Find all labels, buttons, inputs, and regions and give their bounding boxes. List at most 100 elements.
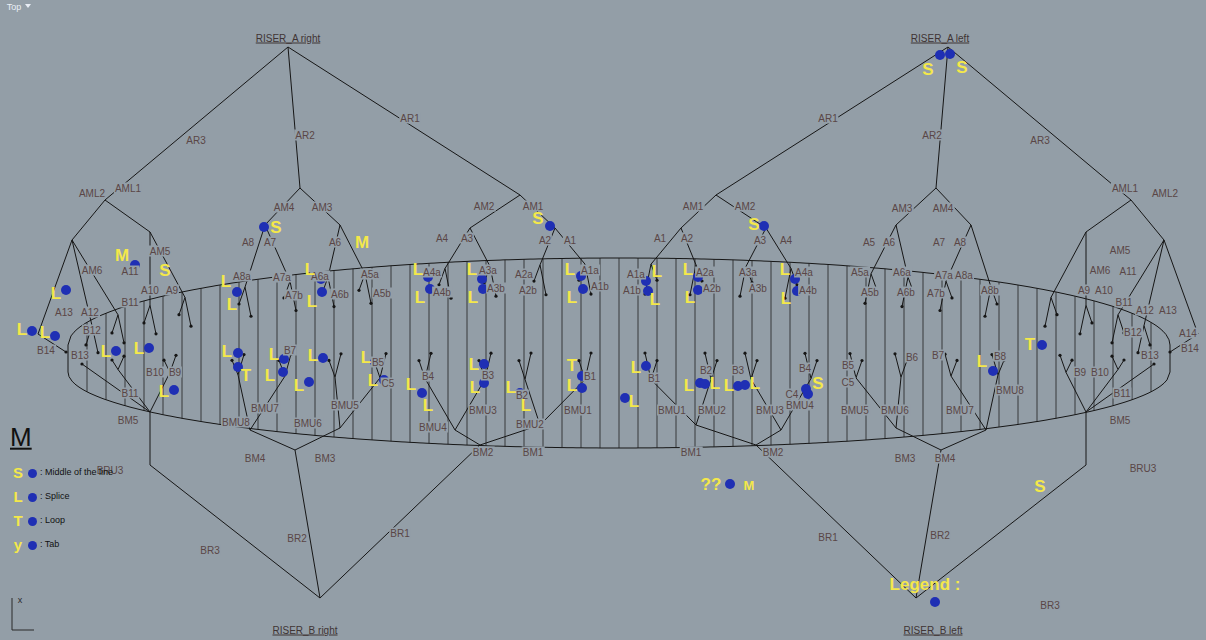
line-label: B14 bbox=[1180, 343, 1200, 354]
line-label: AM4 bbox=[932, 203, 955, 214]
suspension-line bbox=[951, 376, 986, 430]
suspension-line bbox=[1086, 364, 1154, 412]
marker-letter: L bbox=[724, 377, 734, 396]
wing-outline bbox=[68, 258, 1170, 448]
marker-dot bbox=[641, 361, 651, 371]
rib bbox=[923, 272, 924, 435]
attach-point bbox=[1110, 355, 1113, 358]
attach-point bbox=[643, 351, 646, 354]
line-label: BMU7 bbox=[250, 403, 280, 414]
attach-point bbox=[995, 302, 998, 305]
marker-dot bbox=[318, 353, 328, 363]
view-dropdown bbox=[25, 4, 31, 8]
attach-point bbox=[860, 359, 863, 362]
line-label: AM2 bbox=[473, 201, 496, 212]
attach-point bbox=[110, 331, 113, 334]
marker-letter: L bbox=[710, 375, 720, 394]
marker-dot bbox=[759, 221, 769, 231]
line-label: AM5 bbox=[1109, 245, 1132, 256]
suspension-line bbox=[1060, 355, 1066, 372]
legend-swatch bbox=[28, 541, 37, 550]
line-label: B10 bbox=[1090, 367, 1110, 378]
suspension-line bbox=[756, 430, 781, 445]
marker-letter: L bbox=[406, 376, 416, 395]
marker-letter: L bbox=[159, 383, 169, 402]
suspension-line bbox=[150, 412, 151, 465]
marker-dot bbox=[259, 222, 269, 232]
attach-point bbox=[893, 352, 896, 355]
marker-letter: M bbox=[115, 247, 129, 266]
suspension-line bbox=[38, 240, 72, 334]
suspension-line bbox=[295, 450, 320, 598]
attach-point bbox=[494, 295, 497, 298]
line-label: A11 bbox=[120, 266, 139, 277]
line-label: A6b bbox=[896, 287, 916, 298]
attach-point bbox=[1055, 313, 1058, 316]
marker-letter: S bbox=[532, 210, 543, 229]
suspension-line bbox=[519, 361, 525, 380]
rib bbox=[1075, 296, 1076, 415]
line-label: B9 bbox=[168, 367, 182, 378]
line-label: B11 bbox=[120, 388, 139, 399]
line-label: A12 bbox=[80, 307, 100, 318]
suspension-line bbox=[856, 378, 896, 428]
rib bbox=[562, 259, 563, 448]
marker-letter: L bbox=[650, 291, 660, 310]
line-label: BMU4 bbox=[418, 422, 448, 433]
marker-letter: S bbox=[812, 375, 823, 394]
line-label: AR1 bbox=[399, 113, 420, 124]
attach-point bbox=[84, 343, 87, 346]
line-label: B12 bbox=[82, 325, 102, 336]
rib bbox=[467, 261, 468, 445]
rib bbox=[182, 292, 183, 418]
line-label: AM3 bbox=[311, 202, 334, 213]
line-label: B1 bbox=[583, 371, 597, 382]
attach-point bbox=[1122, 358, 1125, 361]
marker-letter: S bbox=[922, 61, 933, 80]
line-label: BMU3 bbox=[468, 405, 498, 416]
suspension-line bbox=[534, 265, 540, 281]
line-label: B13 bbox=[1140, 350, 1160, 361]
line-label: BMU2 bbox=[697, 405, 727, 416]
line-label: BM3 bbox=[314, 453, 337, 464]
line-label: B7 bbox=[931, 350, 945, 361]
attach-point bbox=[177, 313, 180, 316]
rib bbox=[1018, 285, 1019, 424]
line-label: BM1 bbox=[680, 447, 703, 458]
line-label: A2 bbox=[680, 233, 694, 244]
attach-point bbox=[327, 359, 330, 362]
attach-point bbox=[1168, 350, 1171, 353]
marker-dot bbox=[578, 284, 588, 294]
line-label: BM4 bbox=[934, 453, 957, 464]
riser-label: RISER_B right bbox=[272, 625, 337, 636]
line-label: A1a bbox=[626, 269, 646, 280]
suspension-line bbox=[951, 360, 957, 376]
attach-point bbox=[938, 309, 941, 312]
attach-point bbox=[1070, 359, 1073, 362]
suspension-line bbox=[329, 360, 335, 377]
suspension-line bbox=[72, 240, 118, 315]
suspension-line bbox=[856, 360, 862, 377]
suspension-line bbox=[540, 265, 546, 295]
line-label: B9 bbox=[1073, 367, 1087, 378]
suspension-line bbox=[300, 188, 340, 225]
suspension-line bbox=[1086, 200, 1131, 232]
line-label: BMU8 bbox=[995, 385, 1025, 396]
marker-letter: L bbox=[469, 356, 479, 375]
marker-letter: S bbox=[956, 59, 967, 78]
suspension-line bbox=[716, 47, 948, 195]
suspension-line bbox=[1086, 305, 1092, 323]
line-label: B8 bbox=[993, 351, 1007, 362]
line-label: BMU6 bbox=[880, 405, 910, 416]
suspension-line bbox=[288, 47, 300, 188]
attach-point bbox=[1090, 321, 1093, 324]
attach-point bbox=[1152, 362, 1155, 365]
suspension-line bbox=[936, 47, 948, 188]
line-label: A1a bbox=[580, 265, 600, 276]
line-label: BM5 bbox=[117, 415, 140, 426]
marker-letter: L bbox=[40, 324, 50, 343]
line-label: A4b bbox=[432, 287, 452, 298]
legend-swatch bbox=[28, 517, 37, 526]
line-label: A8 bbox=[241, 237, 255, 248]
